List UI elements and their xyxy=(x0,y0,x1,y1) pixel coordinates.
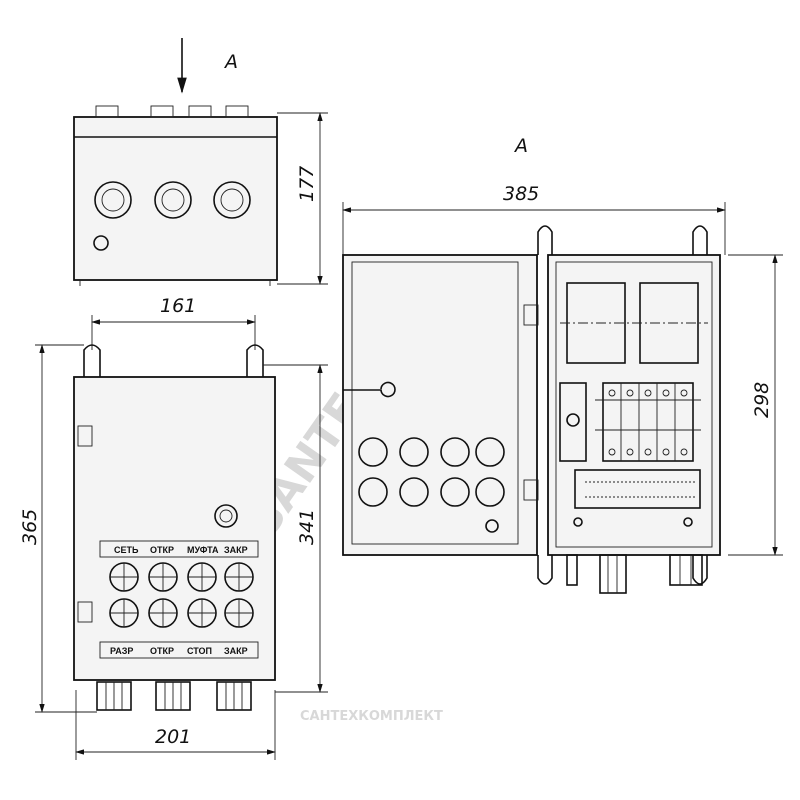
power-supply-block xyxy=(560,282,708,364)
door-lamps xyxy=(358,437,505,533)
cable-glands xyxy=(96,681,252,711)
label-open-btn: ОТКР xyxy=(150,646,174,656)
dim-total-height: 365 xyxy=(19,509,41,545)
top-view: A 177 xyxy=(73,38,328,286)
bottom-glands xyxy=(566,554,703,594)
mounting-ear xyxy=(83,344,101,377)
door-handle xyxy=(343,381,396,398)
terminal-block xyxy=(573,469,701,527)
top-glands xyxy=(95,105,249,118)
watermark-brand: САНТЕХКОМПЛЕКТ xyxy=(300,709,443,724)
label-open: ОТКР xyxy=(150,545,174,555)
mounting-ear xyxy=(246,344,264,377)
dim-body-width: 201 xyxy=(155,726,191,748)
dim-inner-height: 298 xyxy=(751,382,773,418)
dim-mount-width: 161 xyxy=(160,295,196,317)
view-a-open: A 385 xyxy=(342,135,783,594)
label-mufta: МУФТА xyxy=(187,545,219,555)
switch xyxy=(559,382,587,462)
label-stop: СТОП xyxy=(187,646,212,656)
dim-top-height: 177 xyxy=(296,166,318,202)
arrow-label: A xyxy=(223,51,238,73)
dim-open-width: 385 xyxy=(503,183,539,205)
label-set: СЕТЬ xyxy=(114,545,139,555)
view-label: A xyxy=(513,135,528,157)
door xyxy=(342,254,538,556)
cabinet xyxy=(547,254,721,556)
dim-body-height: 341 xyxy=(296,509,318,545)
front-view: 161 СЕТЬ ОТКР МУФТА ЗАКР РАЗР ОТКР СТОП … xyxy=(19,295,328,760)
top-openings xyxy=(93,181,251,251)
label-allow: РАЗР xyxy=(110,646,133,656)
circuit-breakers xyxy=(595,382,701,462)
label-close: ЗАКР xyxy=(224,545,248,555)
label-close-btn: ЗАКР xyxy=(224,646,248,656)
